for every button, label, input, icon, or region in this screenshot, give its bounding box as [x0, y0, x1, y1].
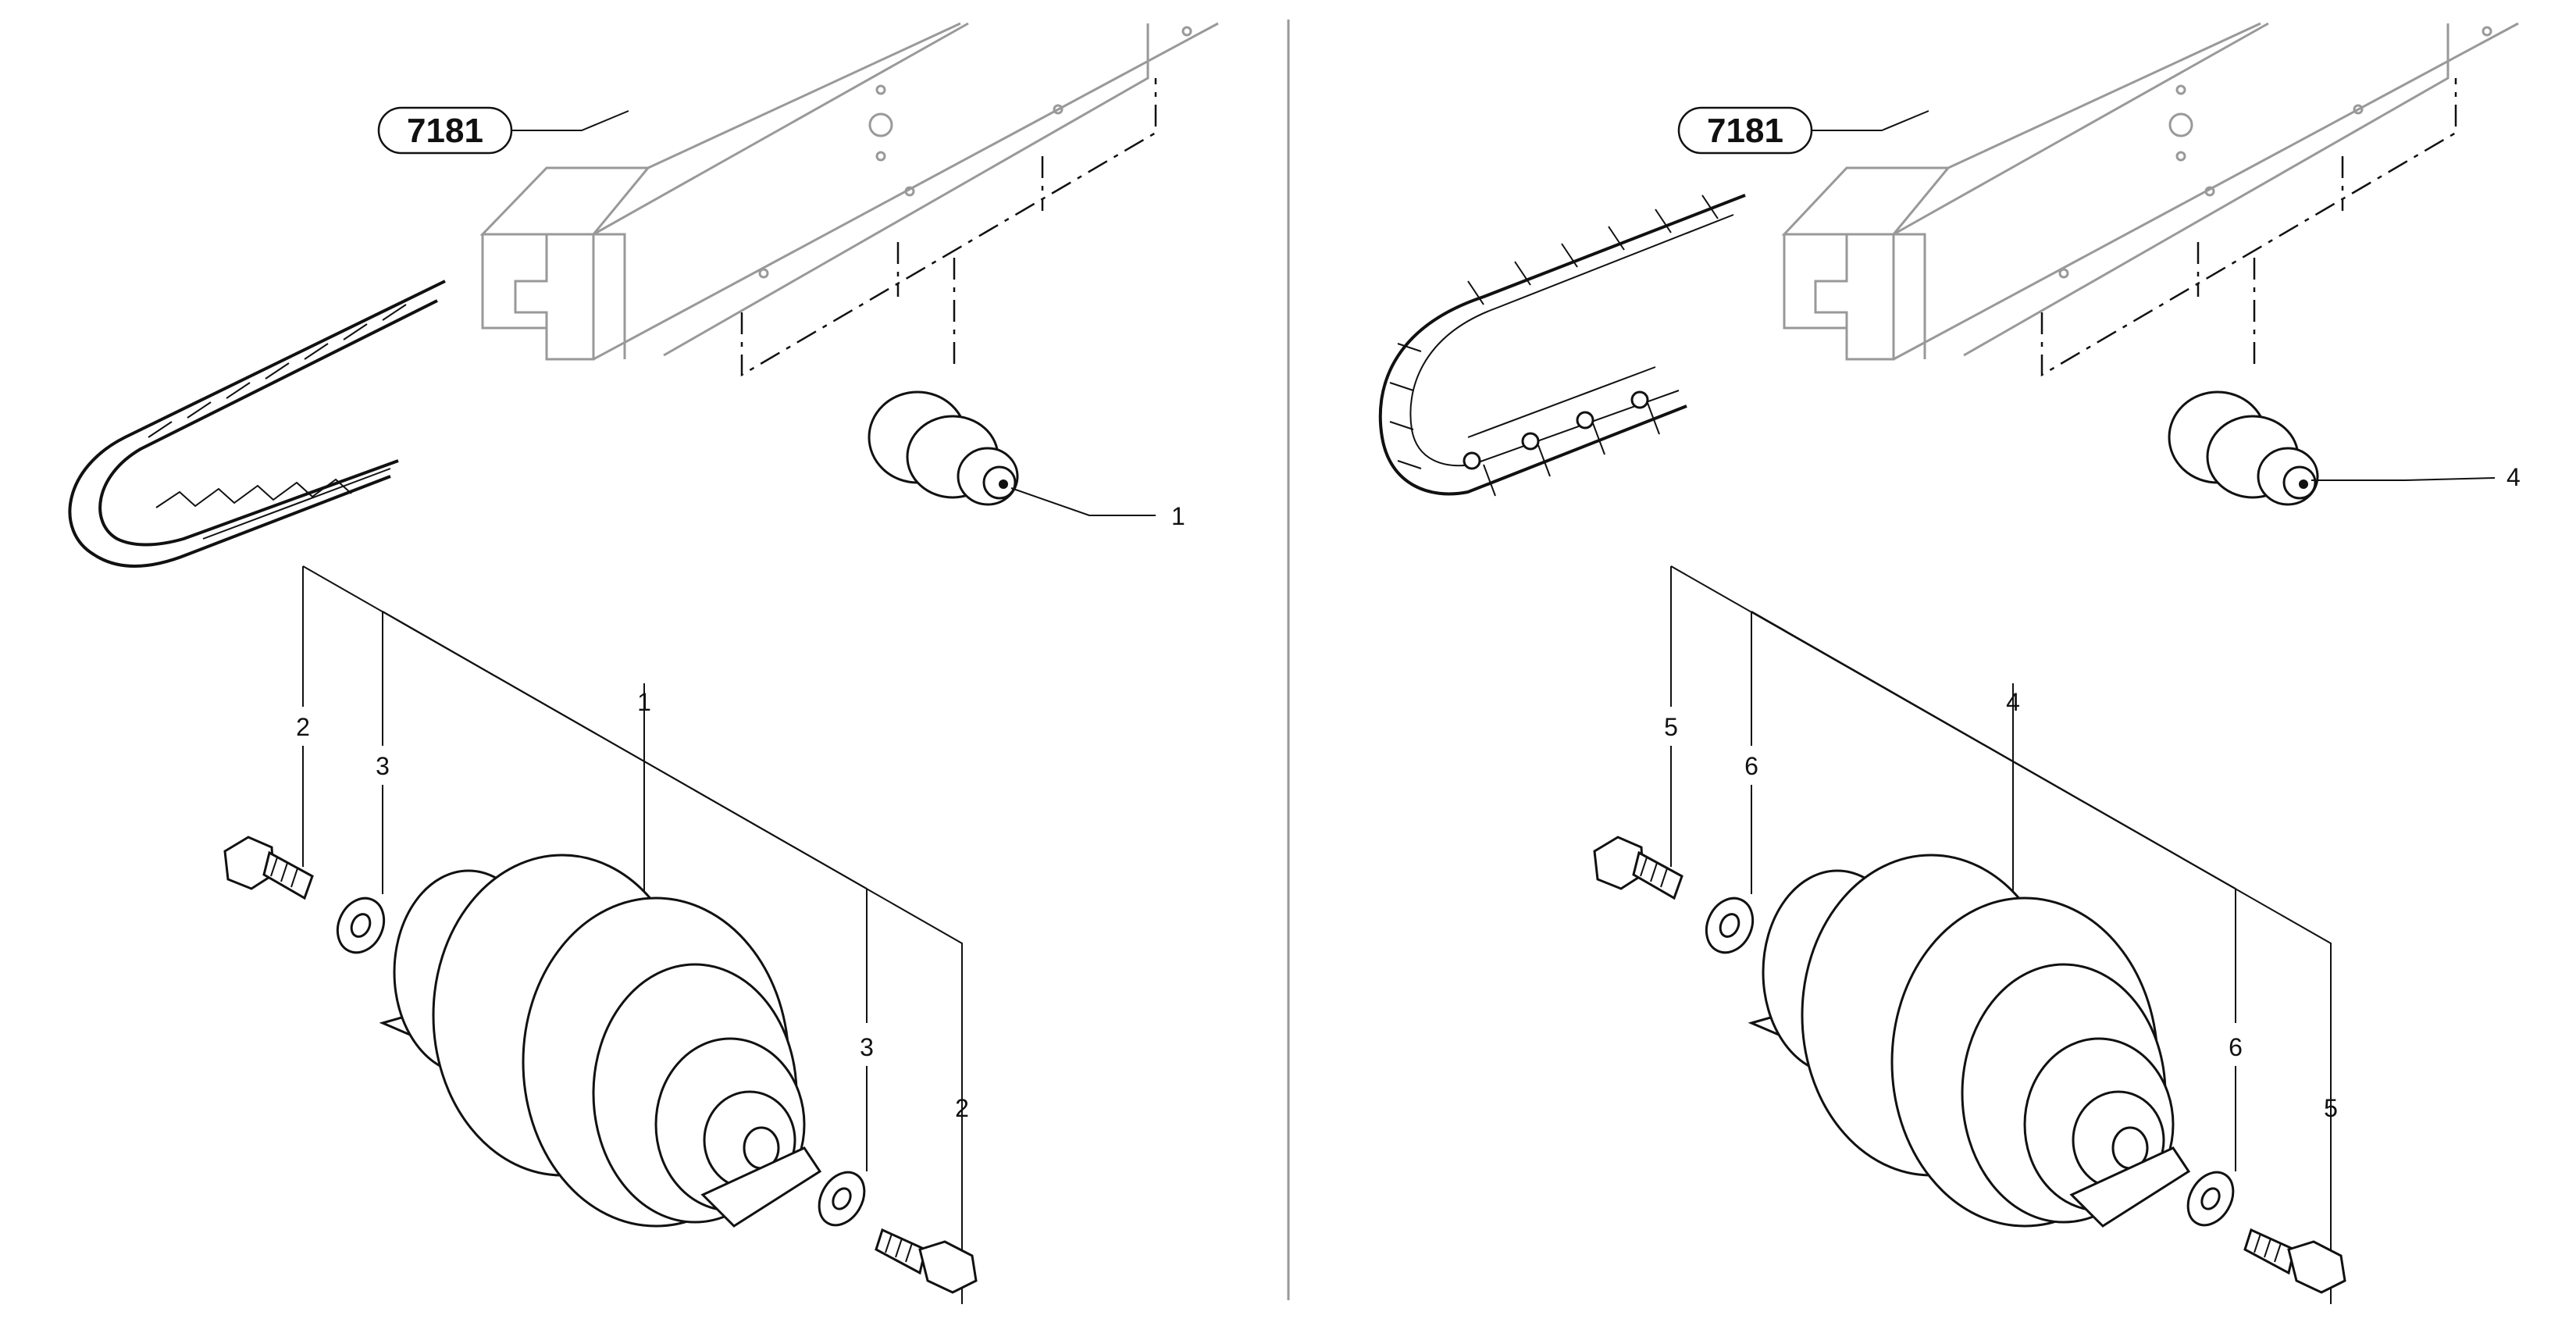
- left-reference-label: 7181: [407, 112, 483, 150]
- right-undercarriage-frame: [1781, 22, 2519, 361]
- left-bolt-upper: [223, 836, 314, 900]
- left-callout-bolt-right[interactable]: 2: [955, 1094, 969, 1122]
- left-callout-washer-right[interactable]: 3: [860, 1033, 874, 1061]
- left-overview-roller: [868, 390, 1019, 506]
- left-overview-callout[interactable]: 1: [1171, 502, 1185, 530]
- right-overview-callout[interactable]: 4: [2507, 463, 2521, 491]
- right-washer-lower: [2186, 1171, 2235, 1227]
- right-main-roller: [1748, 854, 2191, 1228]
- right-bolt-upper: [1593, 836, 1683, 900]
- right-callout-bolt-left[interactable]: 5: [1664, 713, 1678, 741]
- left-callout-roller[interactable]: 1: [637, 688, 651, 716]
- right-overview-roller: [2168, 390, 2319, 506]
- right-callout-washer-left[interactable]: 6: [1744, 752, 1758, 780]
- left-panel: 7181: [68, 22, 1219, 1304]
- right-callout-bolt-right[interactable]: 5: [2324, 1094, 2338, 1122]
- left-rubber-track: [68, 280, 446, 568]
- right-frame-dash-lines: [2040, 78, 2457, 377]
- left-undercarriage-frame: [479, 22, 1219, 361]
- right-callout-roller[interactable]: 4: [2006, 688, 2020, 716]
- right-steel-track: [1378, 194, 1746, 497]
- left-exploded-leaders: [302, 565, 963, 1304]
- right-washer-upper: [1705, 896, 1755, 954]
- left-frame-dash-lines: [740, 78, 1157, 377]
- right-exploded-leaders: [1670, 565, 2332, 1304]
- left-bolt-lower: [875, 1228, 978, 1294]
- left-reference-badge[interactable]: 7181: [377, 106, 513, 155]
- left-callout-washer-left[interactable]: 3: [376, 752, 390, 780]
- left-main-roller: [379, 854, 822, 1228]
- right-callout-washer-right[interactable]: 6: [2229, 1033, 2243, 1061]
- right-panel: 7181: [1378, 22, 2521, 1304]
- left-washer-upper: [336, 896, 386, 954]
- right-reference-badge[interactable]: 7181: [1677, 106, 1813, 155]
- left-callout-bolt-left[interactable]: 2: [296, 713, 310, 741]
- right-reference-label: 7181: [1707, 112, 1783, 150]
- right-bolt-lower: [2243, 1228, 2346, 1294]
- left-washer-lower: [818, 1171, 866, 1227]
